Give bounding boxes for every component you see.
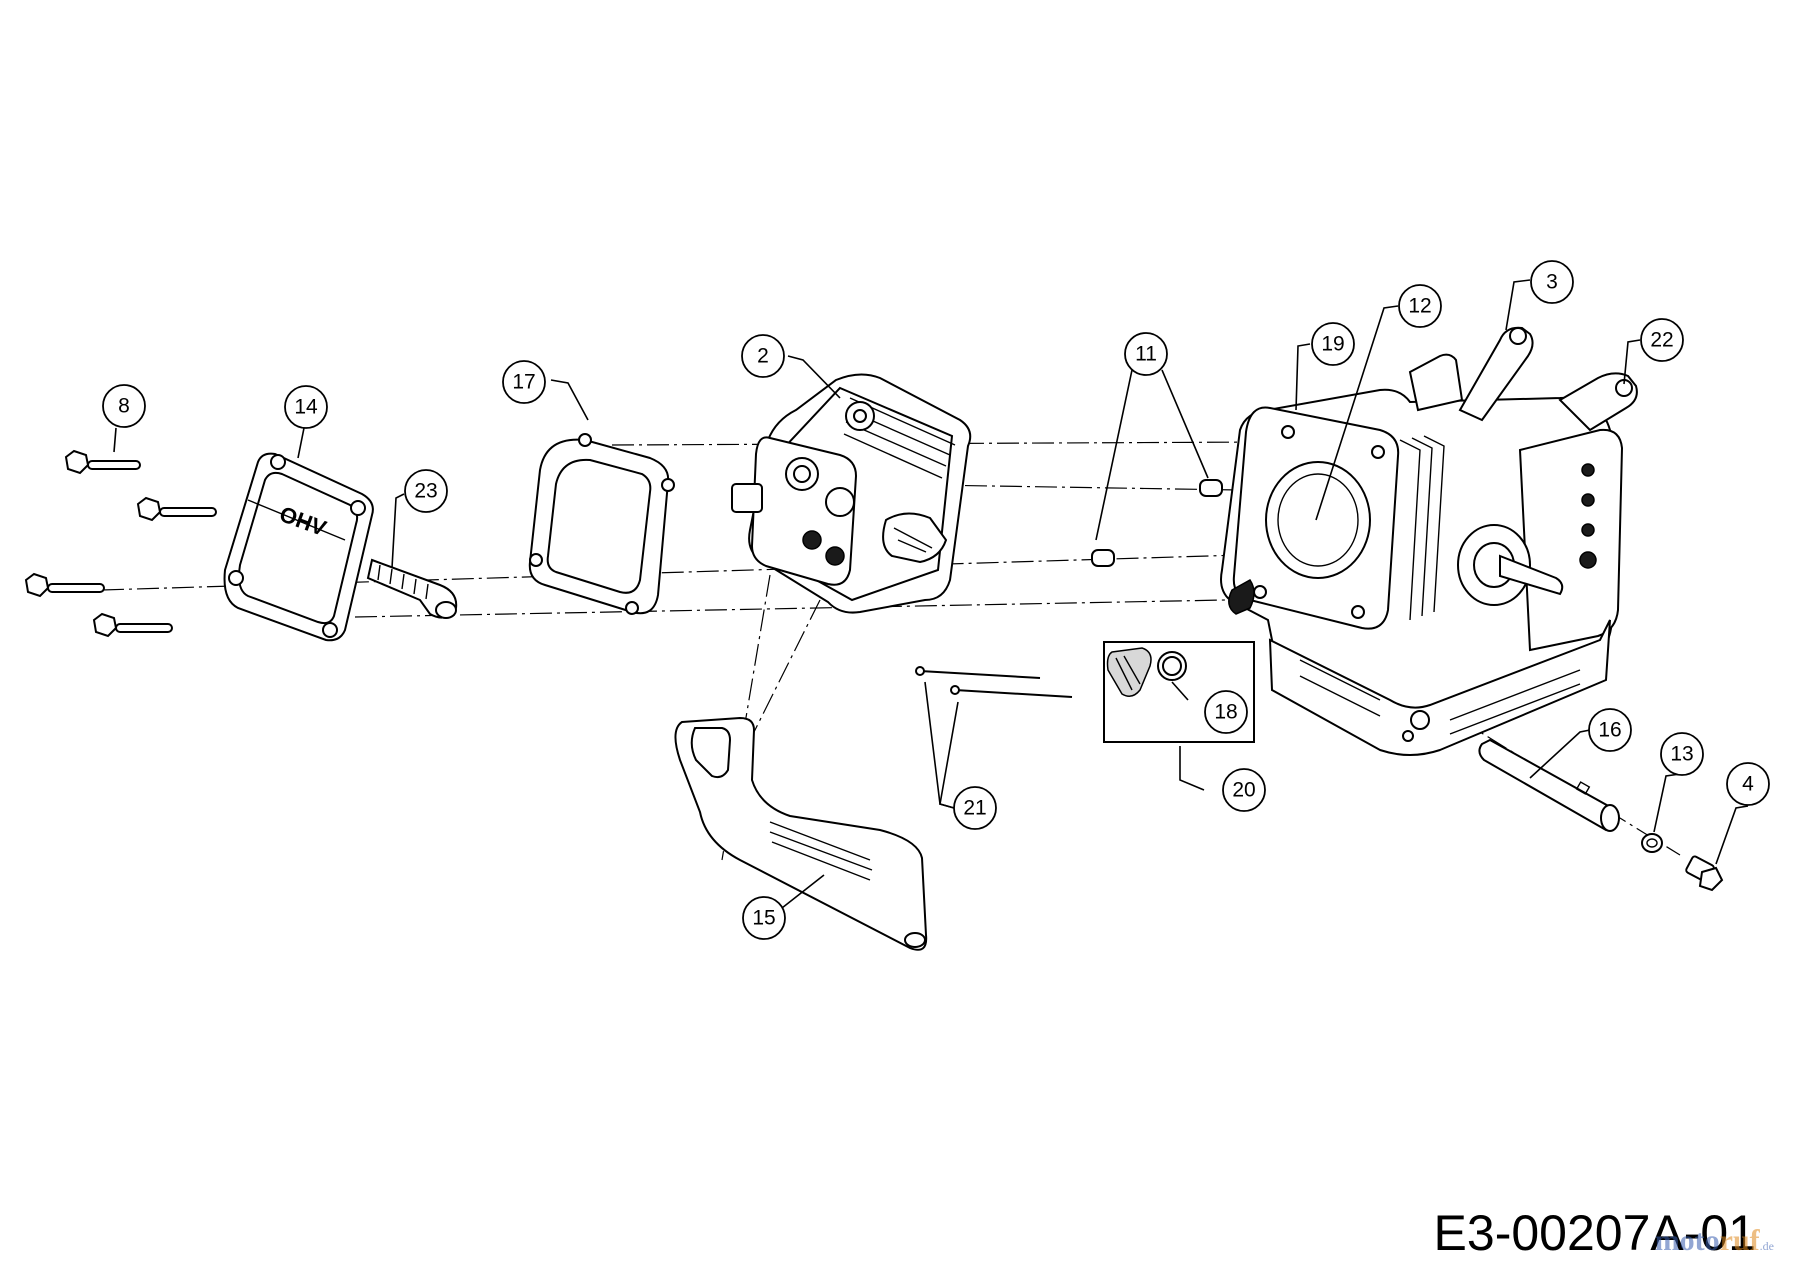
callout-19: 19 — [1311, 322, 1355, 366]
callout-14: 14 — [284, 385, 328, 429]
svg-text:8: 8 — [118, 395, 130, 418]
callout-12: 12 — [1398, 284, 1442, 328]
svg-text:3: 3 — [1546, 271, 1558, 294]
svg-text:13: 13 — [1670, 743, 1693, 766]
callout-15: 15 — [742, 896, 786, 940]
watermark-suffix: .de — [1759, 1239, 1774, 1253]
bolt — [136, 496, 217, 522]
callout-8: 8 — [102, 384, 146, 428]
head-gasket — [528, 433, 675, 615]
drain-tube — [1478, 738, 1620, 832]
svg-text:16: 16 — [1598, 719, 1621, 742]
dowel-pins — [1091, 479, 1223, 567]
svg-text:11: 11 — [1135, 343, 1157, 366]
svg-text:12: 12 — [1408, 295, 1431, 318]
callout-16: 16 — [1588, 708, 1632, 752]
callout-22: 22 — [1640, 318, 1684, 362]
push-rods — [915, 666, 1073, 698]
svg-text:18: 18 — [1214, 701, 1237, 724]
bolt — [92, 612, 173, 638]
svg-text:14: 14 — [294, 396, 318, 419]
engine-block — [1220, 326, 1638, 756]
callout-21: 21 — [953, 786, 997, 830]
valve-cover: OHV — [223, 452, 374, 642]
svg-text:2: 2 — [757, 345, 769, 368]
watermark-logo: motoruf.de — [1655, 1224, 1774, 1258]
svg-text:20: 20 — [1232, 779, 1255, 802]
breather-hose — [366, 558, 458, 619]
callout-11: 11 — [1124, 332, 1168, 376]
drain-plug — [1685, 855, 1724, 892]
bolt — [64, 449, 141, 475]
callout-3: 3 — [1530, 260, 1574, 304]
bolt — [24, 572, 105, 598]
callout-2: 2 — [741, 334, 785, 378]
callout-17: 17 — [502, 360, 546, 404]
svg-text:4: 4 — [1742, 773, 1754, 796]
svg-text:22: 22 — [1650, 329, 1673, 352]
washer — [1641, 833, 1663, 853]
drawing-code-label: E3-00207A-01 — [1433, 1205, 1756, 1261]
deflector-plate — [674, 716, 928, 951]
cylinder-head — [731, 373, 972, 614]
svg-text:21: 21 — [963, 797, 986, 820]
bolt-group — [24, 449, 217, 638]
callout-13: 13 — [1660, 732, 1704, 776]
callout-18: 18 — [1204, 690, 1248, 734]
svg-text:17: 17 — [512, 371, 535, 394]
watermark-part2: ruf — [1719, 1224, 1760, 1257]
callout-23: 23 — [404, 469, 448, 513]
callout-4: 4 — [1726, 762, 1770, 806]
svg-text:19: 19 — [1321, 333, 1344, 356]
watermark-part1: moto — [1654, 1224, 1720, 1257]
svg-text:23: 23 — [414, 480, 437, 503]
callout-20: 20 — [1222, 768, 1266, 812]
svg-text:15: 15 — [752, 907, 775, 930]
